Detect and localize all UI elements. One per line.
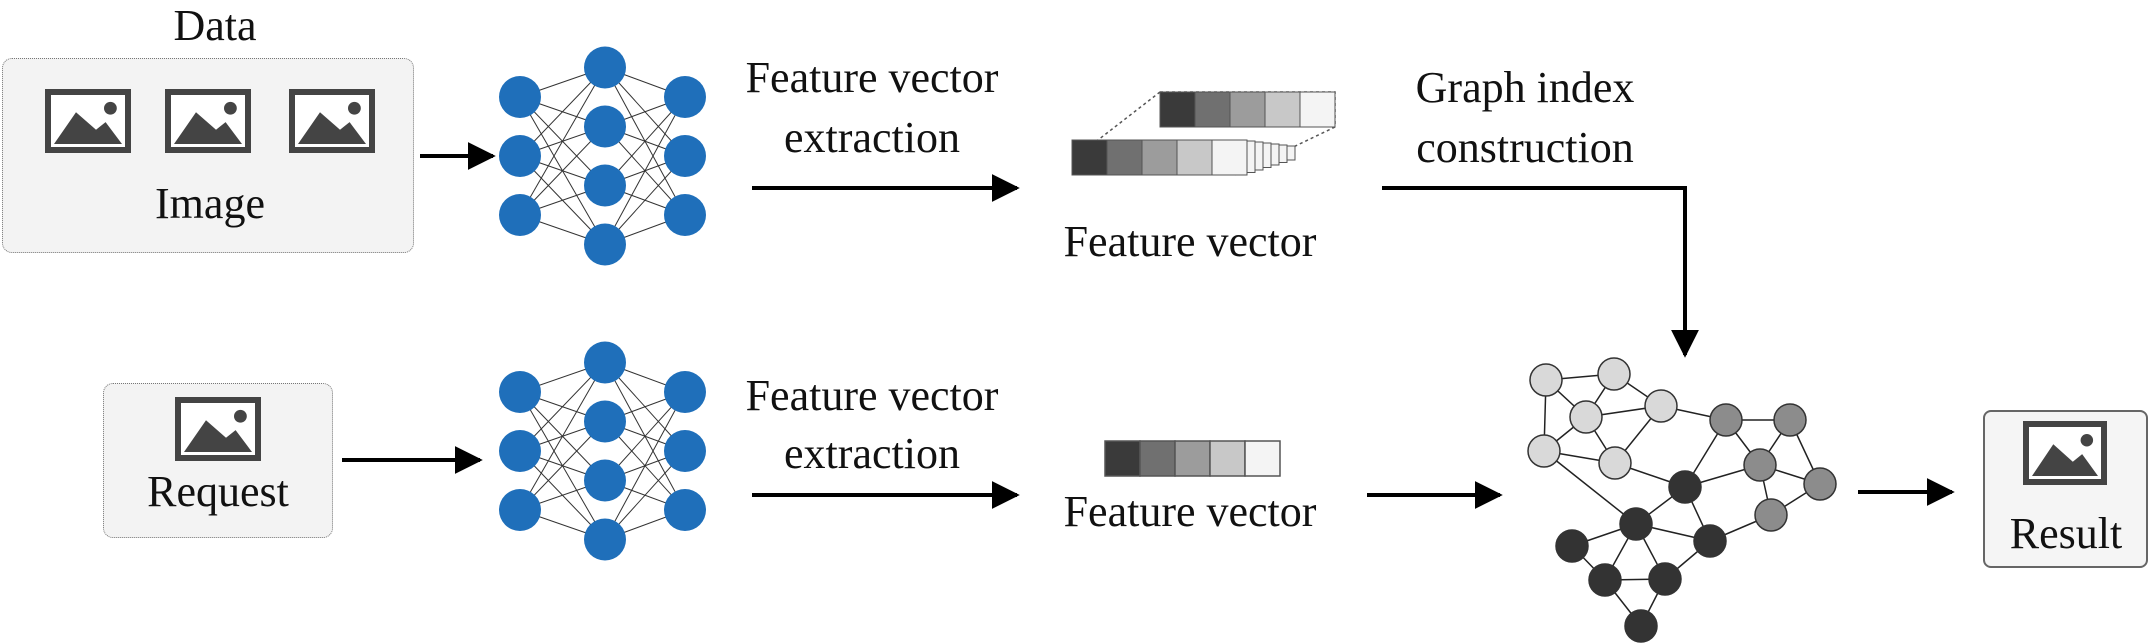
image-icon bbox=[165, 89, 251, 153]
request-label: Request bbox=[147, 467, 289, 516]
graph-node bbox=[1773, 403, 1807, 437]
extraction-bottom-line2: extraction bbox=[784, 429, 960, 478]
graph-node bbox=[1588, 563, 1622, 597]
neural-network-top bbox=[499, 46, 706, 266]
neuron bbox=[664, 76, 706, 118]
neuron bbox=[499, 76, 541, 118]
neuron bbox=[664, 430, 706, 472]
graph-node bbox=[1693, 524, 1727, 558]
graph-index-line2: construction bbox=[1416, 123, 1634, 172]
graph-node bbox=[1597, 357, 1631, 391]
feature-vector-single bbox=[1104, 440, 1281, 477]
neuron bbox=[664, 194, 706, 236]
neuron bbox=[584, 46, 626, 89]
extraction-top-line1: Feature vector bbox=[745, 53, 999, 102]
graph-node bbox=[1598, 446, 1632, 480]
graph-node bbox=[1555, 529, 1589, 563]
graph-node bbox=[1668, 470, 1702, 504]
extraction-top-line2: extraction bbox=[784, 113, 960, 162]
graph-node bbox=[1569, 400, 1603, 434]
feature-vector-bottom-label: Feature vector bbox=[1063, 487, 1317, 536]
image-label: Image bbox=[155, 179, 265, 228]
neuron bbox=[584, 459, 626, 502]
neuron bbox=[584, 400, 626, 443]
neuron bbox=[584, 223, 626, 266]
neuron bbox=[664, 371, 706, 413]
neuron bbox=[664, 135, 706, 177]
image-icon bbox=[2023, 421, 2107, 485]
graph-node bbox=[1619, 507, 1653, 541]
proximity-graph bbox=[1527, 357, 1837, 643]
graph-node bbox=[1803, 467, 1837, 501]
graph-node bbox=[1644, 389, 1678, 423]
feature-vector-stack bbox=[1071, 91, 1336, 176]
neuron bbox=[584, 105, 626, 148]
result-label: Result bbox=[2009, 509, 2123, 558]
image-icon bbox=[45, 89, 131, 153]
neural-network-bottom bbox=[499, 341, 706, 561]
graph-node bbox=[1754, 498, 1788, 532]
neuron bbox=[499, 430, 541, 472]
neuron bbox=[499, 371, 541, 413]
graph-node bbox=[1709, 403, 1743, 437]
data-label: Data bbox=[173, 1, 257, 50]
graph-index-line1: Graph index bbox=[1415, 63, 1635, 112]
extraction-bottom-line1: Feature vector bbox=[745, 371, 999, 420]
neuron bbox=[499, 194, 541, 236]
arrow-graph-index-construction bbox=[1382, 186, 1699, 358]
graph-node bbox=[1529, 363, 1563, 397]
graph-node bbox=[1624, 609, 1658, 643]
graph-node bbox=[1743, 448, 1777, 482]
image-icon bbox=[175, 397, 261, 461]
graph-node bbox=[1648, 562, 1682, 596]
neuron bbox=[584, 341, 626, 384]
neuron bbox=[584, 164, 626, 207]
neuron bbox=[499, 489, 541, 531]
image-icon bbox=[289, 89, 375, 153]
neuron bbox=[664, 489, 706, 531]
feature-vector-top-label: Feature vector bbox=[1063, 217, 1317, 266]
graph-node bbox=[1527, 434, 1561, 468]
neuron bbox=[499, 135, 541, 177]
neuron bbox=[584, 518, 626, 561]
